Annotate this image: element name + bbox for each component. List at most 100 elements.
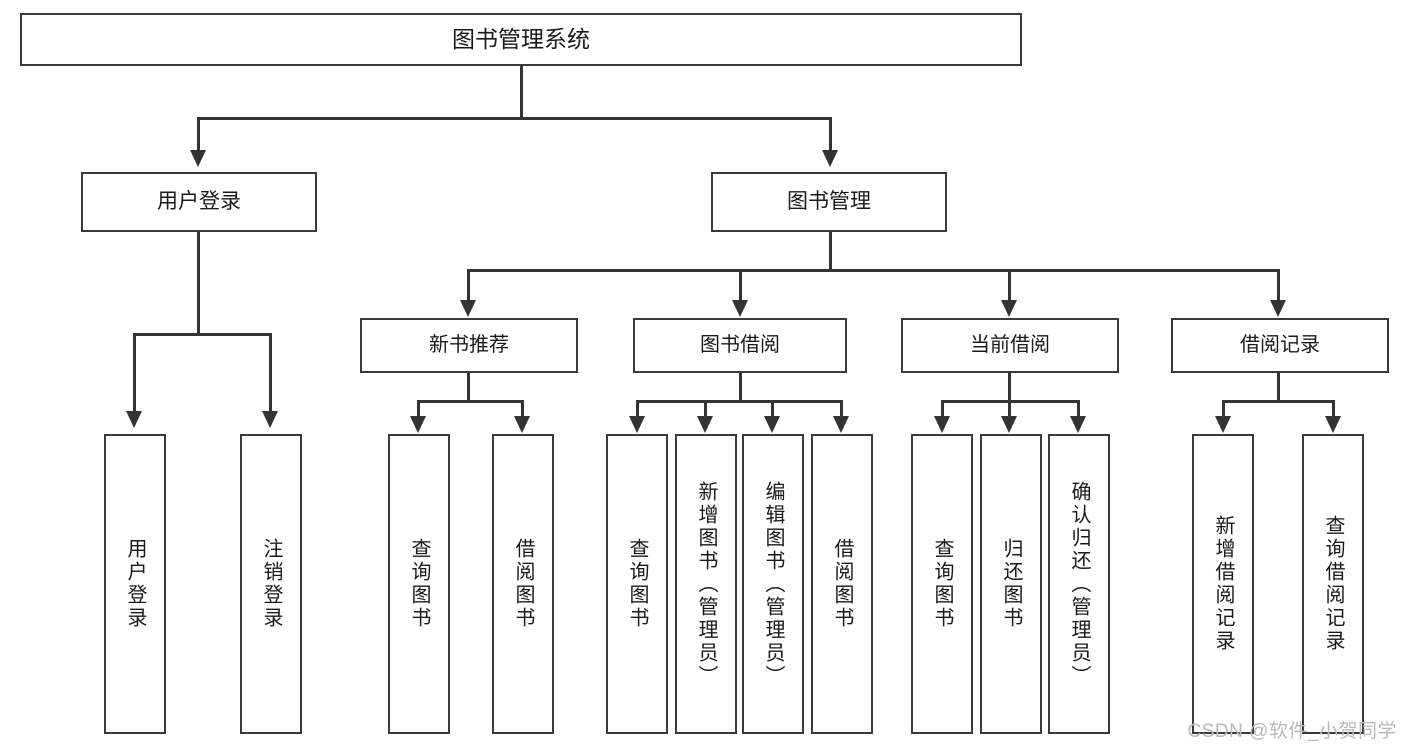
arrow-head-icon bbox=[629, 416, 645, 433]
leaf-text-wrap: 新增借阅记录 bbox=[1194, 436, 1252, 732]
node-borrow-record[interactable]: 借阅记录 bbox=[1171, 318, 1389, 373]
node-new-book-recommend[interactable]: 新书推荐 bbox=[360, 318, 578, 373]
leaf-text-wrap: 查询借阅记录 bbox=[1304, 436, 1362, 732]
edge-root-stem bbox=[520, 66, 523, 119]
edge-borrow-stem bbox=[739, 373, 742, 403]
edge-current-to-leaf-2 bbox=[1008, 400, 1011, 418]
node-book-borrow[interactable]: 图书借阅 bbox=[633, 318, 847, 373]
edge-root-to-book-mgmt bbox=[829, 117, 832, 152]
edge-book-mgmt-stem bbox=[829, 232, 832, 272]
node-label: 借阅图书 bbox=[831, 538, 853, 630]
node-user-login[interactable]: 用户登录 bbox=[81, 172, 317, 232]
node-label: 查询借阅记录 bbox=[1322, 515, 1344, 653]
node-root-system[interactable]: 图书管理系统 bbox=[20, 13, 1022, 66]
arrow-head-icon bbox=[126, 411, 142, 428]
node-current-borrow[interactable]: 当前借阅 bbox=[901, 318, 1119, 373]
leaf-text-wrap: 借阅图书 bbox=[494, 436, 552, 732]
arrow-head-icon bbox=[1270, 300, 1286, 317]
edge-recommend-stem bbox=[467, 373, 470, 403]
leaf-text-wrap: 编辑图书（管理员） bbox=[744, 436, 802, 732]
edge-recommend-to-leaf-1 bbox=[417, 400, 420, 418]
node-label: 新增借阅记录 bbox=[1212, 515, 1234, 653]
node-book-management[interactable]: 图书管理 bbox=[711, 172, 947, 232]
edge-borrow-to-leaf-4 bbox=[840, 400, 843, 418]
edge-record-stem bbox=[1277, 373, 1280, 403]
leaf-borrow-add-book-admin[interactable]: 新增图书（管理员） bbox=[675, 434, 737, 734]
edge-current-stem bbox=[1008, 373, 1011, 403]
edge-user-login-stem bbox=[197, 232, 200, 336]
node-label: 归还图书 bbox=[1000, 538, 1022, 630]
edge-root-to-user-login bbox=[197, 117, 200, 152]
edge-borrow-to-leaf-1 bbox=[636, 400, 639, 418]
csdn-watermark: CSDN @软件_小贺同学 bbox=[1187, 721, 1397, 742]
node-label: 确认归还（管理员） bbox=[1068, 480, 1090, 688]
leaf-text-wrap: 归还图书 bbox=[982, 436, 1040, 732]
leaf-current-confirm-return-admin[interactable]: 确认归还（管理员） bbox=[1048, 434, 1110, 734]
edge-borrow-bus bbox=[636, 400, 843, 403]
leaf-borrow-edit-book-admin[interactable]: 编辑图书（管理员） bbox=[742, 434, 804, 734]
edge-recommend-bus bbox=[417, 400, 524, 403]
edge-book-mgmt-to-child-3 bbox=[1008, 269, 1011, 302]
edge-current-to-leaf-1 bbox=[941, 400, 944, 418]
edge-current-to-leaf-3 bbox=[1077, 400, 1080, 418]
edge-user-login-bus bbox=[133, 333, 269, 336]
leaf-text-wrap: 新增图书（管理员） bbox=[677, 436, 735, 732]
arrow-head-icon bbox=[934, 416, 950, 433]
node-label: 用户登录 bbox=[157, 190, 241, 214]
leaf-text-wrap: 注销登录 bbox=[242, 436, 300, 732]
node-label: 图书管理 bbox=[787, 190, 871, 214]
leaf-text-wrap: 借阅图书 bbox=[813, 436, 871, 732]
edge-user-login-to-leaf-1 bbox=[133, 333, 136, 413]
arrow-head-icon bbox=[833, 416, 849, 433]
arrow-head-icon bbox=[262, 411, 278, 428]
node-label: 编辑图书（管理员） bbox=[762, 480, 784, 688]
edge-record-bus bbox=[1222, 400, 1335, 403]
arrow-head-icon bbox=[410, 416, 426, 433]
leaf-text-wrap: 查询图书 bbox=[390, 436, 448, 732]
edge-recommend-to-leaf-2 bbox=[521, 400, 524, 418]
edge-user-login-to-leaf-2 bbox=[269, 333, 272, 413]
edge-record-to-leaf-2 bbox=[1332, 400, 1335, 418]
leaf-record-add-record[interactable]: 新增借阅记录 bbox=[1192, 434, 1254, 734]
leaf-borrow-borrow-book[interactable]: 借阅图书 bbox=[811, 434, 873, 734]
arrow-head-icon bbox=[764, 416, 780, 433]
arrow-head-icon bbox=[822, 150, 838, 167]
edge-book-mgmt-to-child-2 bbox=[739, 269, 742, 302]
node-label: 新书推荐 bbox=[429, 334, 509, 357]
leaf-borrow-query-book[interactable]: 查询图书 bbox=[606, 434, 668, 734]
arrow-head-icon bbox=[1215, 416, 1231, 433]
node-label: 查询图书 bbox=[626, 538, 648, 630]
leaf-user-login-logout[interactable]: 注销登录 bbox=[240, 434, 302, 734]
edge-book-mgmt-to-child-4 bbox=[1277, 269, 1280, 302]
arrow-head-icon bbox=[1325, 416, 1341, 433]
node-label: 借阅图书 bbox=[512, 538, 534, 630]
arrow-head-icon bbox=[732, 300, 748, 317]
edge-book-mgmt-to-child-1 bbox=[467, 269, 470, 302]
leaf-text-wrap: 确认归还（管理员） bbox=[1050, 436, 1108, 732]
node-label: 查询图书 bbox=[408, 538, 430, 630]
edge-root-bus bbox=[197, 117, 832, 120]
leaf-text-wrap: 查询图书 bbox=[913, 436, 971, 732]
arrow-head-icon bbox=[1070, 416, 1086, 433]
node-label: 新增图书（管理员） bbox=[695, 480, 717, 688]
leaf-recommend-borrow-book[interactable]: 借阅图书 bbox=[492, 434, 554, 734]
leaf-record-query-record[interactable]: 查询借阅记录 bbox=[1302, 434, 1364, 734]
node-label: 查询图书 bbox=[931, 538, 953, 630]
leaf-current-query-book[interactable]: 查询图书 bbox=[911, 434, 973, 734]
node-label: 当前借阅 bbox=[970, 334, 1050, 357]
leaf-recommend-query-book[interactable]: 查询图书 bbox=[388, 434, 450, 734]
node-label: 图书管理系统 bbox=[452, 25, 590, 52]
arrow-head-icon bbox=[1001, 416, 1017, 433]
node-label: 注销登录 bbox=[260, 538, 282, 630]
arrow-head-icon bbox=[460, 300, 476, 317]
arrow-head-icon bbox=[190, 150, 206, 167]
node-label: 用户登录 bbox=[124, 538, 146, 630]
leaf-current-return-book[interactable]: 归还图书 bbox=[980, 434, 1042, 734]
leaf-user-login-login[interactable]: 用户登录 bbox=[104, 434, 166, 734]
node-label: 借阅记录 bbox=[1240, 334, 1320, 357]
arrow-head-icon bbox=[514, 416, 530, 433]
edge-book-mgmt-bus bbox=[467, 269, 1280, 272]
leaf-text-wrap: 用户登录 bbox=[106, 436, 164, 732]
leaf-text-wrap: 查询图书 bbox=[608, 436, 666, 732]
